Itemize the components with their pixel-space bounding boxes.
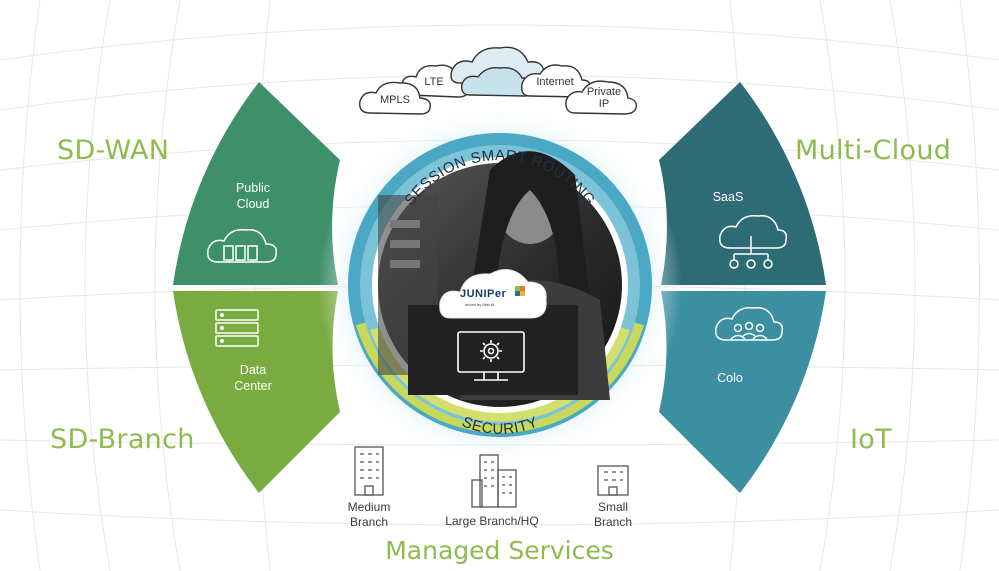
label-saas: SaaS	[712, 190, 744, 204]
label-private-ip: Private IP	[586, 86, 622, 110]
mpls-cloud-shape	[359, 81, 431, 115]
label-large-branch: Large Branch/HQ	[445, 514, 539, 528]
label-lte: LTE	[424, 76, 444, 88]
segment-saas	[659, 82, 826, 285]
label-mpls: MPLS	[380, 94, 410, 106]
juniper-logo-cloud	[439, 269, 547, 319]
label-small-branch: Small Branch	[593, 500, 633, 529]
building-icon	[597, 465, 629, 496]
juniper-tagline: driven by Mist AI	[465, 302, 495, 307]
label-internet: Internet	[536, 76, 574, 88]
label-medium-branch: Medium Branch	[347, 500, 391, 529]
building-icon	[471, 454, 517, 508]
segment-colo	[659, 291, 826, 493]
label-sd-branch: SD-Branch	[50, 424, 195, 455]
cloud-server-icon	[206, 228, 278, 263]
cloud-network-icon	[718, 214, 788, 269]
monitor-gear-icon	[457, 331, 525, 381]
label-public-cloud: Public Cloud	[235, 181, 271, 211]
label-sd-wan: SD-WAN	[57, 135, 170, 166]
cloud-people-icon	[714, 306, 784, 341]
label-data-center: Data Center	[234, 363, 272, 393]
cloud-group	[359, 46, 638, 115]
private-ip-cloud-shape	[565, 80, 638, 115]
label-iot: IoT	[850, 424, 892, 455]
segment-data-center	[173, 291, 340, 493]
label-colo: Colo	[717, 371, 743, 385]
label-managed-services: Managed Services	[385, 536, 614, 565]
server-rack-icon	[215, 309, 259, 347]
building-icon	[354, 446, 384, 496]
segment-public-cloud	[173, 82, 340, 285]
label-multi-cloud: Multi-Cloud	[795, 135, 952, 166]
juniper-logo-text: JUNIPer	[460, 288, 507, 300]
security-arc	[356, 322, 644, 434]
